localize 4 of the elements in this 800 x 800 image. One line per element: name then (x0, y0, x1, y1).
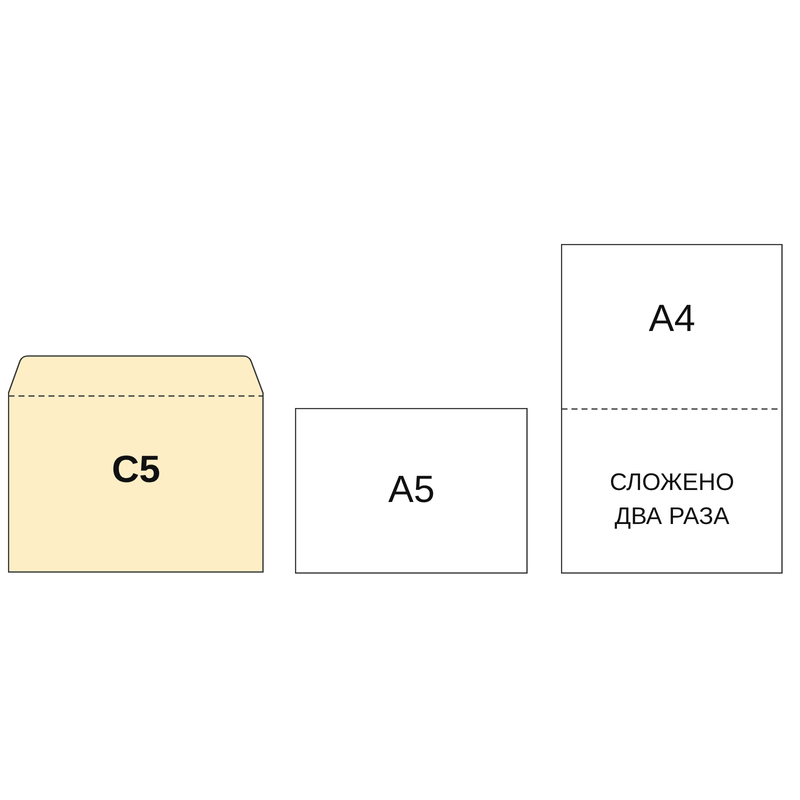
size-label: A5 (387, 470, 436, 512)
size-label: A4 (648, 299, 696, 341)
size-label: C5 (110, 450, 162, 492)
note-text: СЛОЖЕНО ДВА РАЗА (608, 468, 736, 532)
